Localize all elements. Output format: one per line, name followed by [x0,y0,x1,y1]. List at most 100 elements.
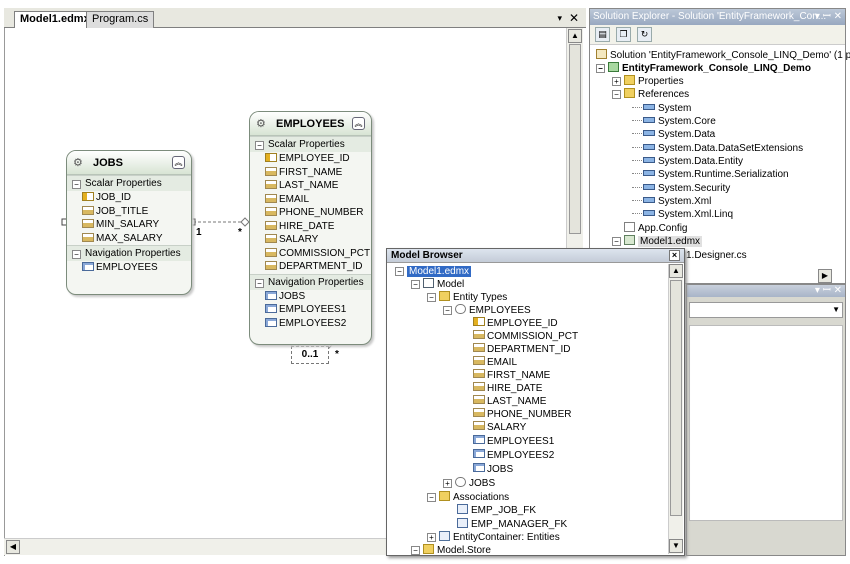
mb-jobs[interactable]: +JOBS [443,477,495,490]
collapse-node-icon[interactable]: − [411,280,420,289]
tree-ref-security[interactable]: System.Security [632,182,730,195]
mb-prop-commission-pct[interactable]: COMMISSION_PCT [473,330,578,343]
mb-model[interactable]: −Model [411,278,464,291]
close-icon[interactable]: × [669,250,680,261]
collapse-icon[interactable]: ︽ [172,156,185,169]
entity-jobs[interactable]: ⚙ JOBS ︽ −Scalar Properties JOB_ID JOB_T… [66,150,192,295]
chevron-down-icon[interactable]: ▼ [832,305,840,314]
designer-horizontal-scrollbar[interactable]: ◀ [4,538,389,555]
property-salary[interactable]: SALARY [250,233,371,247]
model-browser-scrollbar[interactable]: ▲ ▼ [668,264,683,554]
mb-prop-email[interactable]: EMAIL [473,356,517,369]
mb-prop-phone-number[interactable]: PHONE_NUMBER [473,408,571,421]
scroll-right-icon[interactable]: ▶ [818,269,832,283]
tree-references[interactable]: −References [612,88,689,101]
scroll-thumb[interactable] [670,280,682,516]
tree-model1-edmx[interactable]: −Model1.edmx [612,235,703,248]
mb-assoc-emp-job-fk[interactable]: EMP_JOB_FK [457,504,536,517]
solution-explorer-title[interactable]: Solution Explorer - Solution 'EntityFram… [590,9,845,25]
model-browser-title[interactable]: Model Browser × [387,249,684,263]
tab-model1-edmx[interactable]: Model1.edmx [14,11,96,29]
tab-list-dropdown-icon[interactable]: ▾ [557,13,562,23]
tree-ref-runtime-serialization[interactable]: System.Runtime.Serialization [632,168,789,181]
nav-property-employees1[interactable]: EMPLOYEES1 [250,303,371,317]
section-toggle-icon[interactable]: − [72,180,81,189]
tree-ref-system[interactable]: System [632,102,691,115]
employees-nav-header[interactable]: −Navigation Properties [250,273,371,290]
mb-prop-hire-date[interactable]: HIRE_DATE [473,382,542,395]
property-min-salary[interactable]: MIN_SALARY [67,218,191,232]
properties-object-select[interactable]: ▼ [689,302,843,318]
properties-toolbar-icon[interactable]: ▤ [595,27,610,42]
expand-node-icon[interactable]: + [427,533,436,542]
property-department-id[interactable]: DEPARTMENT_ID [250,260,371,274]
expand-node-icon[interactable]: + [443,479,452,488]
property-last-name[interactable]: LAST_NAME [250,179,371,193]
nav-property-jobs[interactable]: JOBS [250,290,371,304]
section-toggle-icon[interactable]: − [72,250,81,259]
mb-entity-types[interactable]: −Entity Types [427,291,507,304]
collapse-node-icon[interactable]: − [443,306,452,315]
collapse-node-icon[interactable]: − [596,64,605,73]
collapse-node-icon[interactable]: − [612,237,621,246]
tree-solution[interactable]: Solution 'EntityFramework_Console_LINQ_D… [596,49,850,62]
mb-model-store[interactable]: −Model.Store [411,544,491,557]
mb-assoc-emp-manager-fk[interactable]: EMP_MANAGER_FK [457,518,567,531]
property-hire-date[interactable]: HIRE_DATE [250,220,371,234]
refresh-icon[interactable]: ↻ [637,27,652,42]
scroll-left-icon[interactable]: ◀ [6,540,20,554]
entity-employees-header[interactable]: ⚙ EMPLOYEES ︽ [250,112,371,136]
tree-ref-system-core[interactable]: System.Core [632,115,716,128]
collapse-node-icon[interactable]: − [395,267,404,276]
properties-pane-title[interactable]: ▾ ꟷ ✕ [687,285,845,297]
tree-ref-system-data[interactable]: System.Data [632,128,715,141]
tree-project[interactable]: −EntityFramework_Console_LINQ_Demo [596,62,811,75]
expand-node-icon[interactable]: + [612,77,621,86]
mb-nav-employees2[interactable]: EMPLOYEES2 [473,449,554,462]
section-toggle-icon[interactable]: − [255,141,264,150]
mb-employees[interactable]: −EMPLOYEES [443,304,531,317]
jobs-nav-header[interactable]: −Navigation Properties [67,245,191,261]
mb-root[interactable]: −Model1.edmx [395,265,472,278]
tree-ref-data-entity[interactable]: System.Data.Entity [632,155,743,168]
collapse-node-icon[interactable]: − [427,493,436,502]
property-phone-number[interactable]: PHONE_NUMBER [250,206,371,220]
scroll-up-icon[interactable]: ▲ [669,264,683,278]
property-employee-id[interactable]: EMPLOYEE_ID [250,152,371,166]
show-all-files-icon[interactable]: ❐ [616,27,631,42]
mb-nav-jobs[interactable]: JOBS [473,463,513,476]
collapse-node-icon[interactable]: − [411,546,420,555]
mb-prop-employee-id[interactable]: EMPLOYEE_ID [473,317,558,330]
tree-designer-cs[interactable]: 1.Designer.cs [686,249,747,262]
tree-ref-xml-linq[interactable]: System.Xml.Linq [632,208,733,221]
entity-employees[interactable]: ⚙ EMPLOYEES ︽ −Scalar Properties EMPLOYE… [249,111,372,345]
nav-property-employees2[interactable]: EMPLOYEES2 [250,317,371,331]
tree-ref-xml[interactable]: System.Xml [632,195,711,208]
property-job-id[interactable]: JOB_ID [67,191,191,205]
scroll-thumb[interactable] [569,44,581,234]
mb-prop-department-id[interactable]: DEPARTMENT_ID [473,343,571,356]
tab-program-cs[interactable]: Program.cs [86,11,155,28]
mb-associations[interactable]: −Associations [427,491,509,504]
property-max-salary[interactable]: MAX_SALARY [67,232,191,246]
property-job-title[interactable]: JOB_TITLE [67,205,191,219]
collapse-node-icon[interactable]: − [612,90,621,99]
tree-properties[interactable]: +Properties [612,75,684,88]
employees-scalar-header[interactable]: −Scalar Properties [250,136,371,152]
collapse-icon[interactable]: ︽ [352,117,365,130]
tree-app-config[interactable]: App.Config [624,222,687,235]
property-commission-pct[interactable]: COMMISSION_PCT [250,247,371,261]
mb-prop-last-name[interactable]: LAST_NAME [473,395,546,408]
scroll-down-icon[interactable]: ▼ [669,539,683,553]
jobs-scalar-header[interactable]: −Scalar Properties [67,175,191,191]
section-toggle-icon[interactable]: − [255,278,264,288]
close-document-icon[interactable]: ✕ [568,11,579,25]
property-first-name[interactable]: FIRST_NAME [250,166,371,180]
tree-ref-dataset-extensions[interactable]: System.Data.DataSetExtensions [632,142,803,155]
collapse-node-icon[interactable]: − [427,293,436,302]
mb-prop-first-name[interactable]: FIRST_NAME [473,369,550,382]
pane-controls[interactable]: ▾ ꟷ ✕ [814,285,842,296]
mb-prop-salary[interactable]: SALARY [473,421,526,434]
properties-grid[interactable] [689,325,843,521]
nav-property-employees[interactable]: EMPLOYEES [67,261,191,275]
